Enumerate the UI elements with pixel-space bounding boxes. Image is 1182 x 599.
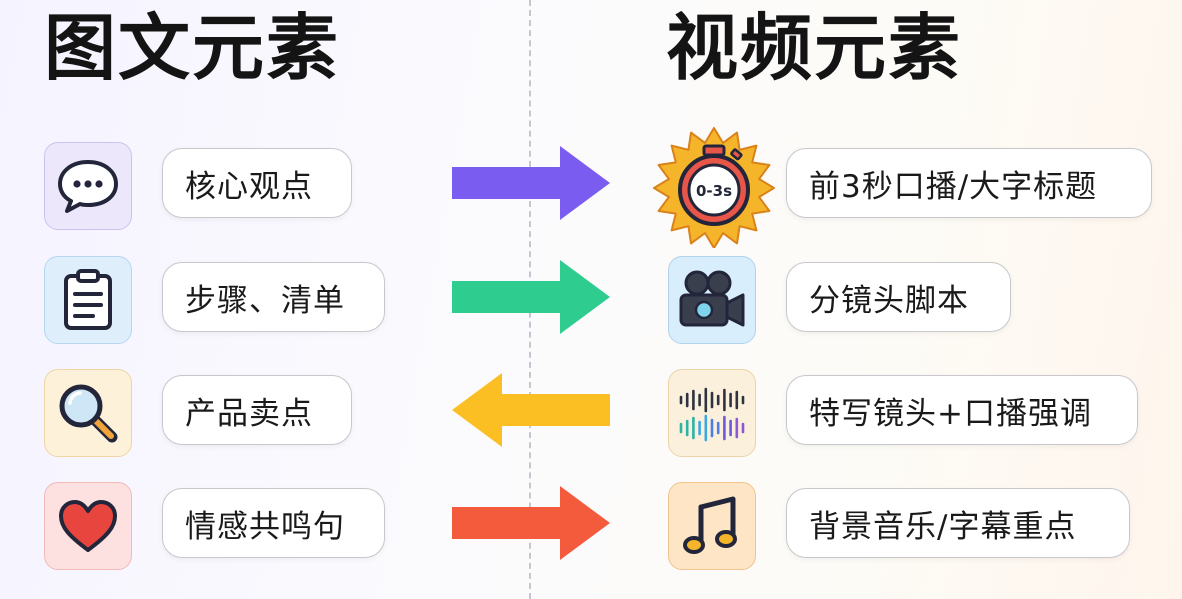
pill-bgm-subtitle-focus: 背景音乐/字幕重点 [786, 488, 1130, 558]
arrow-right-1 [450, 144, 612, 222]
arrow-left-3 [450, 371, 612, 449]
pill-storyboard-script: 分镜头脚本 [786, 262, 1011, 332]
arrow-right-2 [450, 258, 612, 336]
pill-first-3-seconds: 前3秒口播/大字标题 [786, 148, 1152, 218]
heart-icon [44, 482, 132, 570]
arrow-right-4 [450, 484, 612, 562]
video-camera-icon [668, 256, 756, 344]
sound-wave-icon [668, 369, 756, 457]
heading-video-elements: 视频元素 [666, 6, 963, 90]
clipboard-list-icon [44, 256, 132, 344]
stopwatch-icon: 0-3s [652, 124, 776, 248]
pill-emotional-resonance: 情感共鸣句 [162, 488, 385, 558]
heading-image-text-elements: 图文元素 [44, 6, 341, 90]
pill-product-selling-points: 产品卖点 [162, 375, 352, 445]
timer-label: 0-3s [696, 182, 732, 200]
pill-steps-checklist: 步骤、清单 [162, 262, 385, 332]
chat-bubble-icon [44, 142, 132, 230]
pill-closeup-voiceover: 特写镜头+口播强调 [786, 375, 1138, 445]
pill-core-viewpoint: 核心观点 [162, 148, 352, 218]
magnifier-icon [44, 369, 132, 457]
music-note-icon [668, 482, 756, 570]
